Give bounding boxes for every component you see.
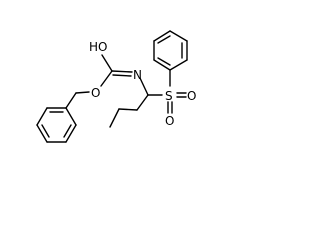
- benzyl-linker: [65, 91, 90, 109]
- bond-methine-nitrogen: [139, 77, 149, 96]
- bond-carbon-hydroxyl: [101, 54, 113, 72]
- phenyl-ring-sulfonyl: [153, 30, 188, 71]
- phenyl-ring-benzyl: [36, 107, 77, 143]
- nitrogen-label: N: [133, 68, 142, 82]
- carbamate-n-c-double-bond: [111, 70, 133, 77]
- molecule-drawing: HO N O S O O: [36, 30, 196, 143]
- sulfur-label: S: [165, 89, 173, 103]
- sulfonyl-double-bonds: [167, 92, 187, 114]
- sulfonyl-oxygen-top-label: O: [165, 114, 174, 128]
- hydroxyl-label: HO: [89, 40, 107, 54]
- bond-carbon-ester-oxygen: [100, 70, 113, 87]
- ester-oxygen-label: O: [91, 86, 100, 100]
- structure-canvas: HO N O S O O: [36, 30, 196, 143]
- propyl-chain: [109, 94, 149, 128]
- sulfonyl-oxygen-right-label: O: [187, 89, 196, 103]
